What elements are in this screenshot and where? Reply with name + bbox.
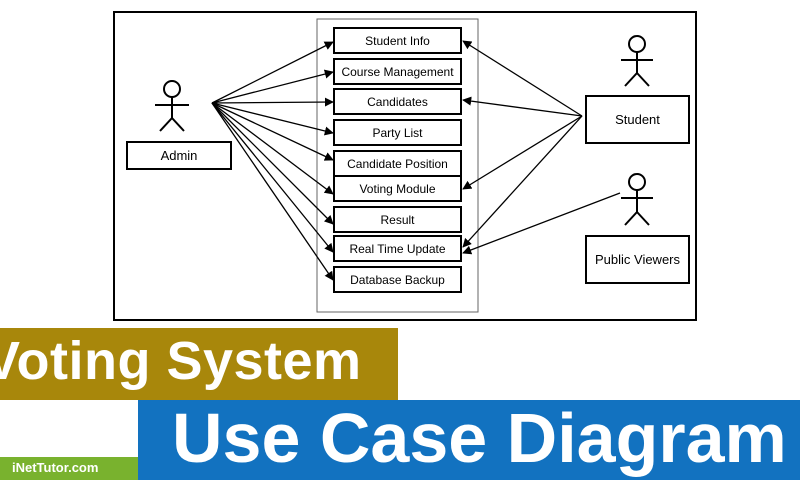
admin-stick-figure [155, 80, 189, 132]
use-case-voting-module: Voting Module [333, 175, 462, 202]
student-stick-figure [621, 35, 653, 87]
admin-to-course-management [211, 69, 334, 104]
admin-associations [211, 41, 334, 281]
student-to-candidates [462, 96, 583, 117]
system-boundary [316, 18, 479, 313]
student-to-voting-module [462, 115, 583, 190]
use-case-result: Result [333, 206, 462, 233]
banner-title-line1: Voting System [0, 331, 362, 391]
public-viewer-stick-figure [621, 173, 653, 226]
student-to-student-info [462, 40, 583, 117]
use-case-candidates: Candidates [333, 88, 462, 115]
admin-to-database-backup [211, 102, 334, 281]
student-associations [462, 40, 583, 248]
admin-to-party-list [211, 102, 334, 136]
actor-public-viewers-label: Public Viewers [585, 235, 690, 284]
use-case-real-time-update: Real Time Update [333, 235, 462, 262]
use-case-course-management: Course Management [333, 58, 462, 85]
banner-title-line2: Use Case Diagram [172, 400, 787, 477]
admin-to-result [211, 102, 334, 225]
title-banner-blue: Use Case Diagram [138, 400, 800, 480]
admin-to-candidate-position [211, 102, 334, 161]
brand-badge: iNetTutor.com [0, 457, 138, 480]
use-case-database-backup: Database Backup [333, 266, 462, 293]
public-viewer-to-real-time-update [462, 192, 621, 255]
student-to-real-time-update [462, 115, 583, 248]
admin-to-voting-module [211, 102, 334, 195]
actor-student-label: Student [585, 95, 690, 144]
title-banner-gold: Voting System [0, 328, 398, 400]
admin-to-real-time-update [211, 102, 334, 253]
use-case-candidate-position: Candidate Position [333, 150, 462, 177]
brand-name: iNetTutor.com [12, 460, 99, 475]
admin-to-student-info [211, 41, 334, 104]
use-case-student-info: Student Info [333, 27, 462, 54]
use-case-party-list: Party List [333, 119, 462, 146]
admin-to-candidates [211, 97, 334, 107]
actor-admin-label: Admin [126, 141, 232, 170]
